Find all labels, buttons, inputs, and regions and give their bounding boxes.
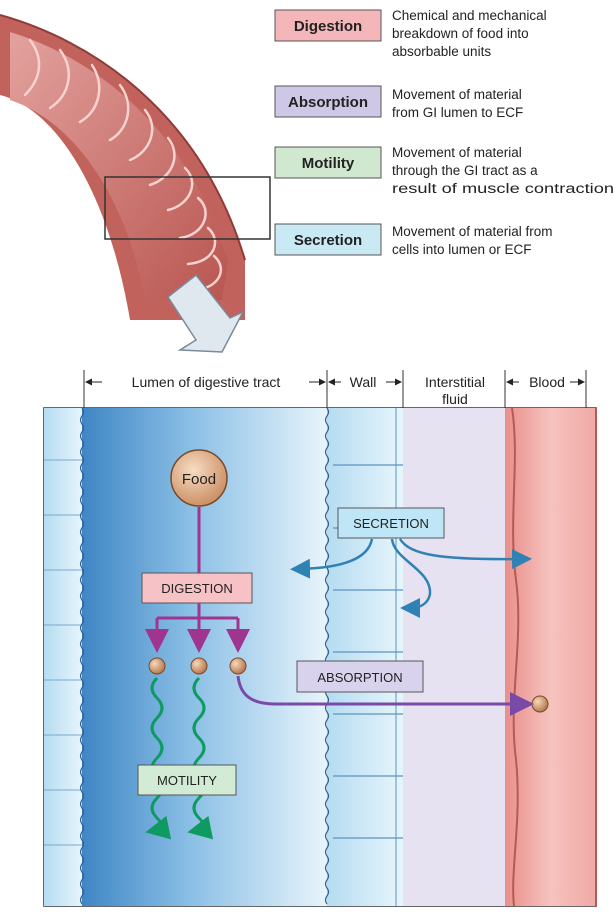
legend-term-motility: Motility [302, 155, 355, 172]
region-label-interstitial-1: Interstitial [425, 374, 485, 390]
legend-desc-motility-1: Movement of material [392, 145, 522, 160]
blood-region [505, 408, 596, 906]
motility-label-box: MOTILITY [138, 765, 236, 795]
legend-desc-secretion-1: Movement of material from [392, 224, 553, 239]
legend-desc-absorption-1: Movement of material [392, 87, 522, 102]
nutrient-particle-2 [191, 658, 207, 674]
food-particle: Food [171, 450, 227, 506]
legend-term-absorption: Absorption [288, 94, 368, 111]
digestion-label-box: DIGESTION [142, 573, 252, 603]
absorption-label: ABSORPTION [317, 670, 402, 685]
food-label: Food [182, 471, 216, 488]
wall-region [327, 408, 403, 906]
legend-desc-absorption-2: from GI lumen to ECF [392, 105, 523, 120]
digestion-label: DIGESTION [161, 581, 233, 596]
legend-desc-digestion-2: breakdown of food into [392, 26, 529, 41]
nutrient-particle-3 [230, 658, 246, 674]
secretion-label: SECRETION [353, 516, 429, 531]
region-label-interstitial-2: fluid [442, 391, 468, 407]
legend-desc-motility-3: result of muscle contraction [392, 181, 614, 196]
absorbed-particle [532, 696, 548, 712]
legend-desc-digestion-1: Chemical and mechanical [392, 8, 547, 23]
legend-desc-secretion-2: cells into lumen or ECF [392, 242, 532, 257]
legend: Digestion Chemical and mechanical breakd… [275, 8, 614, 257]
region-header: Lumen of digestive tract Wall Interstiti… [84, 370, 586, 408]
region-label-lumen: Lumen of digestive tract [132, 374, 281, 390]
legend-item-digestion: Digestion Chemical and mechanical breakd… [275, 8, 547, 59]
left-wall-cells [44, 408, 82, 906]
intestine-illustration [0, 15, 270, 352]
absorption-label-box: ABSORPTION [297, 661, 423, 692]
region-label-wall: Wall [350, 374, 377, 390]
legend-desc-motility-2: through the GI tract as a [392, 163, 538, 178]
legend-term-digestion: Digestion [294, 18, 362, 35]
legend-term-secretion: Secretion [294, 232, 362, 249]
legend-desc-digestion-3: absorbable units [392, 44, 491, 59]
region-label-blood: Blood [529, 374, 565, 390]
legend-item-secretion: Secretion Movement of material from cell… [275, 224, 553, 257]
secretion-label-box: SECRETION [338, 508, 444, 538]
tract-cross-section: Food DIGESTION ABSORPTION SECRET [44, 408, 596, 906]
nutrient-particle-1 [149, 658, 165, 674]
legend-item-absorption: Absorption Movement of material from GI … [275, 86, 523, 120]
legend-item-motility: Motility Movement of material through th… [275, 145, 614, 196]
interstitial-region [403, 408, 505, 906]
motility-label: MOTILITY [157, 773, 217, 788]
